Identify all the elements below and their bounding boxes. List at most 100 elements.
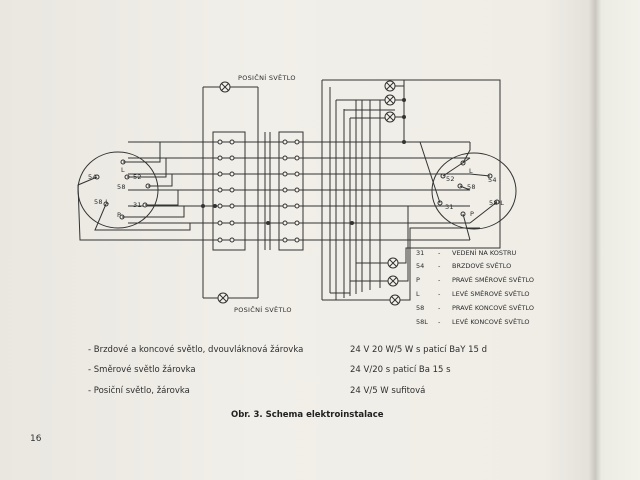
wire	[94, 203, 212, 231]
wire	[462, 142, 471, 164]
terminal	[294, 203, 300, 209]
terminal	[229, 187, 235, 193]
legend-text: PRAVÉ SMĚROVÉ SVĚTLO	[452, 276, 534, 284]
legend-row: 31 - VEDENÍ NA KOSTRU	[416, 249, 516, 257]
spec-value: 24 V/5 W sufitová	[350, 386, 426, 396]
terminal-block-left	[212, 131, 246, 251]
terminal	[229, 171, 235, 177]
terminal	[229, 155, 235, 161]
lamp-cross	[389, 259, 397, 267]
legend-dash: -	[438, 262, 441, 270]
left-pin-p: P	[117, 211, 122, 219]
terminal	[282, 237, 288, 243]
junction-dot	[402, 98, 406, 102]
right-pin-p: P	[470, 210, 475, 218]
legend-text: LEVÉ KONCOVÉ SVĚTLO	[452, 318, 530, 326]
spec-description: - Směrové světlo žárovka	[88, 365, 196, 375]
terminal	[217, 171, 223, 177]
terminal	[217, 220, 223, 226]
terminal	[229, 139, 235, 145]
lamp-cross	[391, 296, 399, 304]
wire	[77, 176, 212, 241]
left-pin-58: 58	[117, 183, 126, 191]
wire	[123, 141, 212, 163]
lamp-cross	[389, 277, 397, 285]
wire	[459, 185, 471, 191]
terminal	[217, 187, 223, 193]
wire	[462, 213, 471, 241]
legend-dash: -	[438, 318, 441, 326]
lamp-cross	[386, 96, 394, 104]
terminal	[294, 155, 300, 161]
left-pin-l: L	[121, 166, 125, 174]
legend-dash: -	[438, 290, 441, 298]
spec-description: - Brzdové a koncové světlo, dvouvláknová…	[88, 345, 304, 355]
legend-dash: -	[438, 304, 441, 312]
legend-code: 58L	[416, 318, 428, 326]
terminal	[217, 203, 223, 209]
right-socket	[431, 152, 517, 230]
legend-code: P	[416, 276, 420, 284]
legend-code: 54	[416, 262, 425, 270]
terminal	[282, 203, 288, 209]
spec-value: 24 V/20 s paticí Ba 15 s	[350, 365, 451, 375]
terminal	[282, 187, 288, 193]
left-pin-52: 52	[133, 173, 142, 181]
terminal-block-right	[278, 131, 304, 251]
wire	[145, 189, 212, 206]
lamp-cross	[386, 113, 394, 121]
right-pin-58l: 58 L	[489, 199, 505, 207]
junction-dot	[350, 221, 354, 225]
terminal	[229, 203, 235, 209]
terminal	[229, 220, 235, 226]
wire	[398, 205, 470, 282]
terminal	[217, 155, 223, 161]
wire	[330, 280, 388, 294]
wire	[469, 173, 491, 177]
legend-code: 58	[416, 304, 425, 312]
wire	[400, 227, 480, 301]
legend-text: VEDENÍ NA KOSTRU	[452, 249, 517, 257]
left-pin-31: 31	[133, 201, 142, 209]
right-pin-l: L	[469, 167, 473, 175]
junction-dot	[213, 204, 217, 208]
wire	[148, 173, 212, 187]
terminal	[282, 171, 288, 177]
wire	[469, 201, 498, 224]
lamp-cross	[221, 83, 229, 91]
terminal	[217, 139, 223, 145]
legend-row: 54 - BRZDOVÉ SVĚTLO	[416, 262, 511, 270]
wire	[122, 205, 212, 218]
right-pin-58: 58	[467, 183, 476, 191]
page-number: 16	[30, 434, 42, 444]
left-pin-58l: 58 L	[94, 198, 110, 206]
terminal	[294, 237, 300, 243]
legend-code: 31	[416, 249, 425, 257]
top-lamp-label: POSIČNÍ SVĚTLO	[238, 74, 296, 82]
right-pin-52: 52	[446, 175, 455, 183]
right-pin-54: 54	[488, 176, 497, 184]
figure-caption: Obr. 3. Schema elektroinstalace	[231, 410, 384, 420]
terminal	[294, 187, 300, 193]
wire	[127, 157, 212, 178]
terminal	[294, 220, 300, 226]
legend-row: 58 - PRAVÉ KONCOVÉ SVĚTLO	[416, 304, 534, 312]
terminal	[229, 237, 235, 243]
terminal	[294, 139, 300, 145]
spec-value: 24 V 20 W/5 W s paticí BaY 15 d	[350, 345, 488, 355]
terminal	[282, 155, 288, 161]
junction-dot	[402, 140, 406, 144]
legend-row: P-PRAVÉ SMĚROVÉ SVĚTLO	[416, 276, 534, 284]
legend-dash: -	[438, 249, 441, 257]
terminal	[282, 220, 288, 226]
wire	[398, 79, 501, 264]
right-pin-31: 31	[445, 203, 454, 211]
legend-code: L	[416, 290, 420, 298]
legend-text: BRZDOVÉ SVĚTLO	[452, 262, 512, 270]
legend-text: PRAVÉ KONCOVÉ SVĚTLO	[452, 304, 535, 312]
legend-text: LEVÉ SMĚROVÉ SVĚTLO	[452, 290, 530, 298]
spec-description: - Posiční světlo, žárovka	[88, 386, 190, 396]
lamp-cross	[219, 294, 227, 302]
